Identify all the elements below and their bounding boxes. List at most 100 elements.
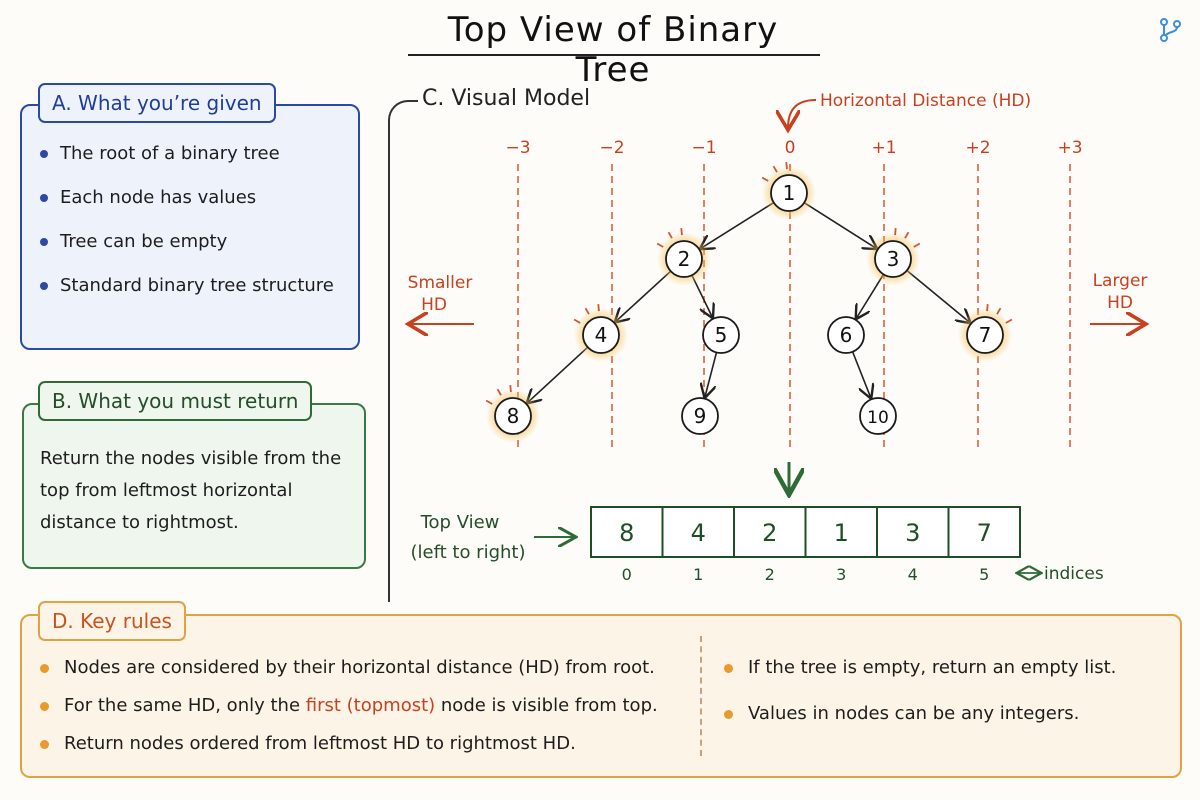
rule-item: Nodes are considered by their horizontal… xyxy=(38,654,678,682)
node-circle xyxy=(874,240,912,278)
hd-label: Horizontal Distance (HD) xyxy=(820,91,1031,111)
tree-edges xyxy=(528,201,970,403)
result-cell xyxy=(804,506,878,558)
rule-text: node is visible from top. xyxy=(435,695,658,716)
given-item: Each node has values xyxy=(38,184,338,212)
rule-item: If the tree is empty, return an empty li… xyxy=(722,654,1162,682)
indices-label: indices xyxy=(1044,564,1104,584)
page-title: Top View of Binary Tree xyxy=(447,10,779,90)
node-circle xyxy=(582,316,620,354)
tree-node: 3 xyxy=(866,228,921,286)
node-circle xyxy=(494,397,532,435)
tree-edge xyxy=(851,351,871,398)
hd-value-label: −1 xyxy=(691,138,716,158)
tree-node: 8 xyxy=(485,385,540,443)
result-value: 1 xyxy=(834,519,849,547)
return-tab: B. What you must return xyxy=(38,381,313,421)
tree-node: 10 xyxy=(859,397,897,435)
hd-value-label: −3 xyxy=(505,138,530,158)
node-label: 10 xyxy=(867,408,889,428)
rules-list-right: If the tree is empty, return an empty li… xyxy=(722,654,1162,746)
node-highlight-rays xyxy=(761,162,788,182)
given-panel xyxy=(20,104,360,350)
node-circle xyxy=(827,316,865,354)
result-value: 7 xyxy=(977,519,992,547)
result-cell xyxy=(590,506,664,558)
rule-item: For the same HD, only the first (topmost… xyxy=(38,692,678,720)
result-value: 3 xyxy=(905,519,920,547)
given-item: Standard binary tree structure xyxy=(38,272,338,300)
result-value: 4 xyxy=(691,519,706,547)
node-circle xyxy=(770,174,808,212)
node-label: 2 xyxy=(678,247,691,271)
return-text: Return the nodes visible from the top fr… xyxy=(40,448,342,533)
node-label: 4 xyxy=(595,323,608,347)
smaller-hd-label: HD xyxy=(421,295,447,315)
node-highlight-rays xyxy=(573,304,600,324)
given-item: Tree can be empty xyxy=(38,228,338,256)
node-highlight-rays xyxy=(656,228,683,248)
tree-node: 7 xyxy=(958,304,1013,362)
result-value: 2 xyxy=(762,519,777,547)
node-highlight-rays xyxy=(986,304,1013,324)
given-list: The root of a binary tree Each node has … xyxy=(38,140,338,316)
top-view-label: Top View xyxy=(420,512,500,533)
rule-item: Return nodes ordered from leftmost HD to… xyxy=(38,730,678,758)
rules-list-left: Nodes are considered by their horizontal… xyxy=(38,654,678,768)
tree-edge xyxy=(906,269,970,322)
tree-edge xyxy=(701,201,775,249)
node-label: 9 xyxy=(694,404,707,428)
result-cell xyxy=(661,506,735,558)
node-label: 1 xyxy=(783,181,796,205)
result-cell xyxy=(876,506,950,558)
rules-divider xyxy=(700,636,702,756)
tree-node: 2 xyxy=(656,228,711,286)
node-highlight-rays xyxy=(485,385,512,405)
node-label: 5 xyxy=(715,323,728,347)
result-index: 1 xyxy=(693,565,703,584)
hd-value-label: +3 xyxy=(1057,138,1082,158)
rule-highlight: first (topmost) xyxy=(305,695,436,716)
result-index: 5 xyxy=(979,565,989,584)
node-circle xyxy=(681,397,719,435)
hd-value-label: −2 xyxy=(599,138,624,158)
hd-value-label: +1 xyxy=(871,138,896,158)
node-label: 7 xyxy=(979,323,992,347)
git-branch-icon[interactable] xyxy=(1156,16,1184,44)
node-circle xyxy=(859,397,897,435)
tree-nodes: 1 2 3 4 5 6 7 8 9 10 xyxy=(485,162,1013,443)
result-array: 8 0 4 1 2 2 1 3 3 4 7 5 xyxy=(590,506,1021,584)
result-cell xyxy=(947,506,1021,558)
node-circle xyxy=(966,316,1004,354)
tree-node: 6 xyxy=(827,316,865,354)
result-index: 2 xyxy=(765,565,775,584)
smaller-hd-label: Smaller xyxy=(408,273,473,293)
visual-model-bracket xyxy=(388,100,418,602)
tree-edge xyxy=(528,346,589,402)
rule-item: Values in nodes can be any integers. xyxy=(722,700,1162,728)
node-label: 6 xyxy=(840,323,853,347)
top-view-sublabel: (left to right) xyxy=(410,542,525,563)
tree-edge xyxy=(616,270,672,321)
result-cell xyxy=(733,506,807,558)
result-index: 0 xyxy=(622,565,632,584)
hd-pointer-arrow xyxy=(788,99,817,128)
visual-model-title: C. Visual Model xyxy=(422,86,591,111)
given-item: The root of a binary tree xyxy=(38,140,338,168)
tree-node: 9 xyxy=(681,397,719,435)
return-panel xyxy=(22,403,366,569)
larger-hd-label: HD xyxy=(1107,293,1133,313)
node-label: 8 xyxy=(507,404,520,428)
tree-edge xyxy=(705,352,718,396)
result-index: 4 xyxy=(908,565,918,584)
result-index: 3 xyxy=(836,565,846,584)
hd-value-label: 0 xyxy=(785,138,796,158)
node-highlight-rays xyxy=(894,228,921,248)
rules-tab: D. Key rules xyxy=(38,601,186,641)
node-label: 3 xyxy=(887,247,900,271)
larger-hd-label: Larger xyxy=(1093,271,1148,291)
tree-node: 4 xyxy=(573,304,628,362)
result-value: 8 xyxy=(619,519,634,547)
tree-edge xyxy=(803,201,876,249)
